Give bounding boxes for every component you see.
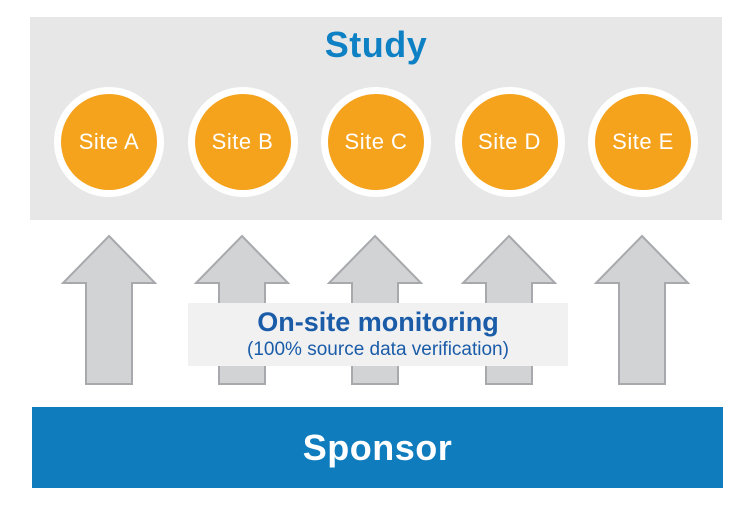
- site-circle-e-fill: Site E: [595, 94, 691, 190]
- site-circle-b: Site B: [187, 87, 298, 197]
- site-circle-d: Site D: [454, 87, 565, 197]
- up-arrow-icon: [594, 234, 690, 385]
- site-label: Site A: [78, 129, 140, 154]
- site-circle-d-fill: Site D: [461, 94, 558, 190]
- site-circle-b-fill: Site B: [194, 94, 291, 190]
- site-circle-e: Site E: [588, 87, 698, 197]
- site-circle-c-fill: Site C: [328, 94, 424, 190]
- site-label: Site E: [612, 129, 674, 154]
- study-panel: Study Site A Site B Site C Site D: [30, 17, 722, 220]
- site-label: Site B: [211, 129, 274, 154]
- site-circle-a-fill: Site A: [61, 94, 157, 190]
- site-label: Site D: [478, 129, 541, 154]
- site-circle-a: Site A: [54, 87, 164, 197]
- monitoring-subtitle: (100% source data verification): [247, 339, 509, 360]
- study-title: Study: [324, 24, 428, 65]
- site-circle-c: Site C: [321, 87, 431, 197]
- sites-row: Site A Site B Site C Site D Site: [30, 87, 722, 197]
- site-label: Site C: [344, 129, 408, 154]
- sponsor-bar: Sponsor: [32, 407, 723, 488]
- monitoring-title: On-site monitoring: [257, 307, 499, 337]
- sponsor-label: Sponsor: [302, 426, 453, 468]
- monitoring-panel: On-site monitoring (100% source data ver…: [188, 303, 568, 366]
- up-arrow-icon: [61, 234, 157, 385]
